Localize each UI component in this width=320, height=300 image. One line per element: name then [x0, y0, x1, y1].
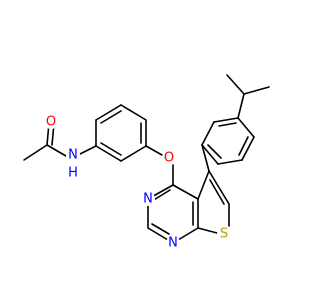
bond	[95, 145, 122, 162]
bond	[207, 144, 222, 159]
atom-n-ring-bottom-label: N	[168, 236, 178, 251]
bond	[201, 144, 210, 172]
bond	[23, 144, 48, 161]
bond	[197, 170, 210, 200]
bond	[208, 170, 230, 205]
bond	[197, 227, 218, 234]
atom-o-carbonyl-label: O	[46, 115, 56, 130]
atom-h-amide-label: H	[68, 166, 78, 181]
bond	[151, 223, 170, 235]
molecule-diagram: O N H O N N S	[23, 74, 270, 251]
molecule-structure: O N H O N N S	[23, 74, 270, 251]
bond	[243, 86, 270, 95]
bond	[145, 145, 163, 156]
bond	[172, 184, 199, 200]
bond	[95, 104, 122, 121]
atom-o-ether: O	[162, 151, 176, 166]
bond	[217, 159, 243, 165]
bond	[209, 179, 225, 205]
bond	[237, 117, 255, 138]
bond-layer	[23, 74, 270, 244]
atom-h-amide: H	[67, 166, 79, 181]
atom-n-amide: N	[66, 148, 80, 163]
bond	[100, 110, 122, 124]
atom-n-ring-top-label: N	[143, 192, 153, 207]
bond	[120, 145, 147, 162]
bond	[46, 144, 67, 157]
bond	[100, 142, 122, 156]
atom-s-thiophene-label: S	[220, 227, 228, 242]
atom-s-thiophene: S	[217, 227, 231, 242]
atom-o-ether-label: O	[164, 151, 174, 166]
atom-o-carbonyl: O	[44, 115, 58, 130]
bond	[201, 121, 215, 146]
bond	[241, 136, 255, 161]
atom-label-layer: O N H O N N S	[44, 115, 231, 251]
bond	[213, 117, 239, 123]
bond	[151, 189, 171, 202]
bond	[237, 93, 245, 119]
bond	[120, 104, 147, 121]
atom-n-ring-top: N	[141, 192, 155, 207]
bond	[201, 144, 219, 165]
atom-n-amide-label: N	[68, 148, 78, 163]
bond	[238, 136, 249, 156]
bond	[226, 74, 245, 95]
atom-n-ring-bottom: N	[166, 236, 180, 251]
bond	[79, 145, 97, 155]
bond	[218, 122, 237, 127]
